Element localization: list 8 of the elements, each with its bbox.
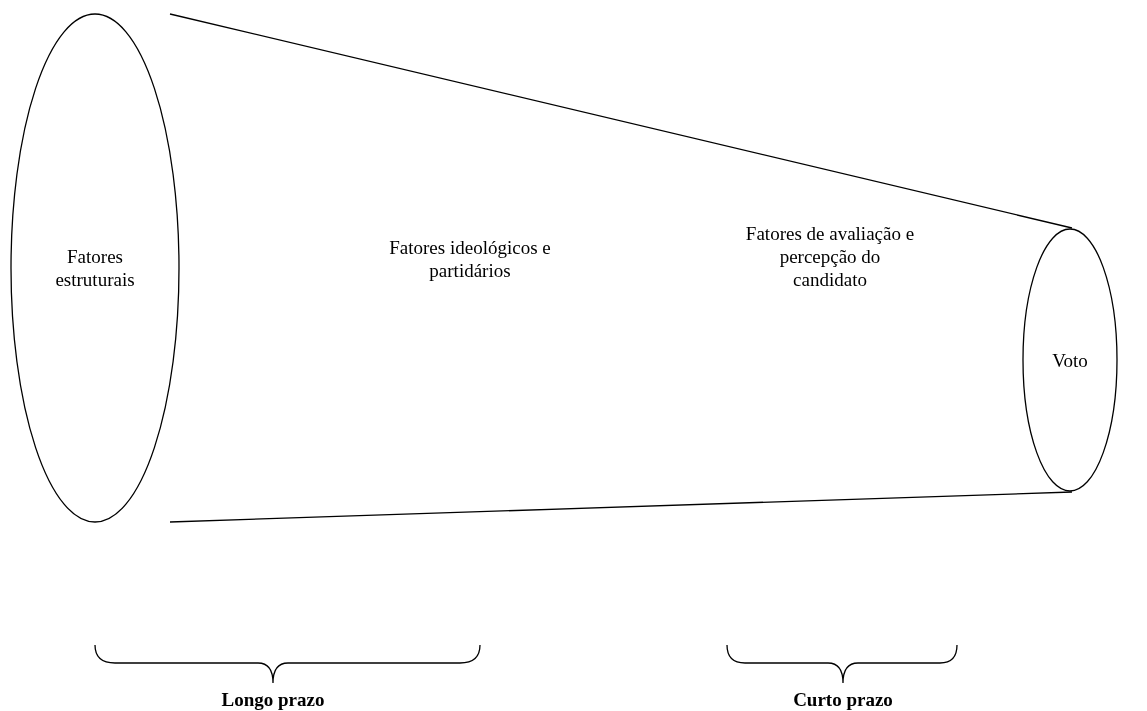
funnel-text: Fatores de avaliação e percepção do candidato	[745, 222, 915, 291]
node-label: Voto	[1051, 348, 1089, 372]
ellipse-node	[1022, 228, 1118, 492]
node-label: Fatores estruturais	[54, 245, 136, 291]
ellipse-node	[10, 13, 180, 523]
period-label: Longo prazo	[220, 688, 326, 711]
funnel-text: Fatores ideológicos e partidários	[388, 236, 552, 282]
period-label: Curto prazo	[792, 688, 894, 711]
